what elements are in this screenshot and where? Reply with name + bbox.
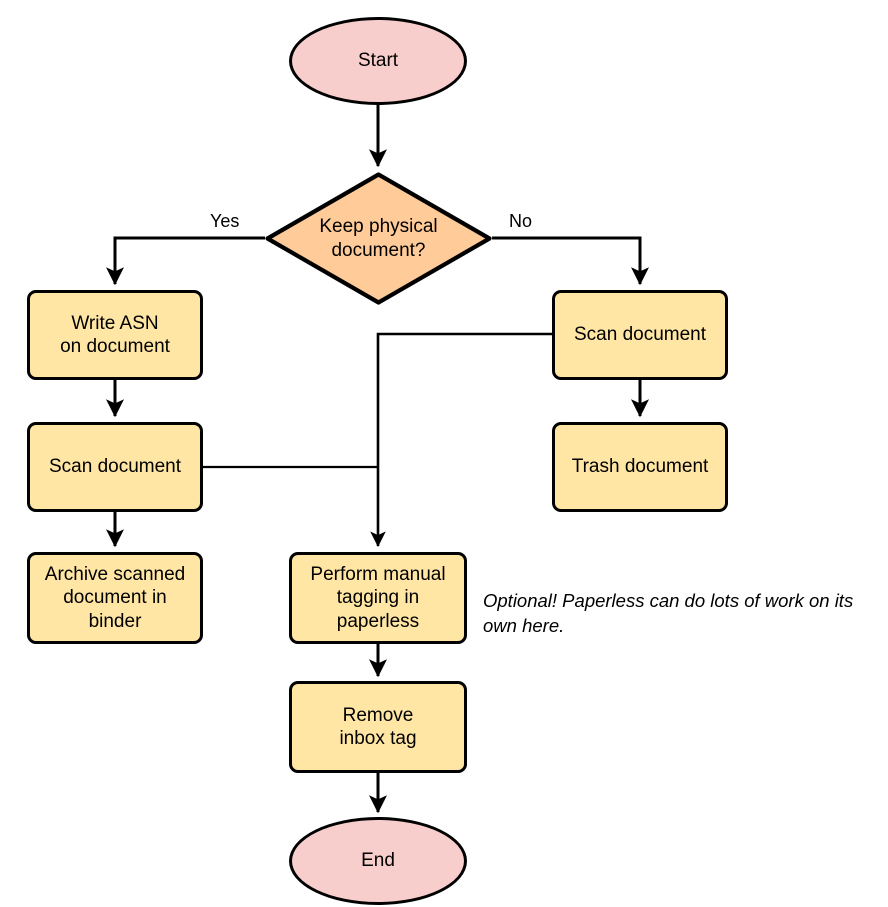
- node-remove-inbox-tag-label: Remove inbox tag: [339, 704, 417, 749]
- node-perform-manual-tagging[interactable]: Perform manual tagging in paperless: [289, 552, 467, 644]
- edge-scan-right-to-tagging: [370, 332, 552, 548]
- node-decision-keep-physical-document[interactable]: Keep physical document?: [265, 172, 492, 305]
- edge-label-yes: Yes: [210, 211, 240, 231]
- node-write-asn-on-document[interactable]: Write ASN on document: [27, 290, 203, 380]
- edge-decision-no-to-scan-right: [492, 236, 649, 286]
- node-trash-document[interactable]: Trash document: [552, 422, 728, 512]
- node-start[interactable]: Start: [289, 17, 467, 105]
- edge-label-no: No: [509, 211, 533, 231]
- node-archive-scanned-document[interactable]: Archive scanned document in binder: [27, 552, 203, 644]
- node-scan-document-left[interactable]: Scan document: [27, 422, 203, 512]
- node-end-label: End: [361, 850, 395, 872]
- node-scan-document-left-label: Scan document: [48, 456, 182, 478]
- node-start-label: Start: [357, 50, 399, 72]
- node-write-asn-label: Write ASN on document: [60, 312, 170, 357]
- annotation-optional-note: Optional! Paperless can do lots of work …: [483, 590, 854, 636]
- node-scan-document-right-label: Scan document: [573, 324, 707, 346]
- node-archive-label: Archive scanned document in binder: [44, 564, 186, 632]
- node-trash-document-label: Trash document: [571, 456, 709, 478]
- edge-decision-yes-to-write-asn: [106, 236, 265, 286]
- node-remove-inbox-tag[interactable]: Remove inbox tag: [289, 681, 467, 773]
- decision-diamond-shape: [265, 172, 492, 305]
- node-end[interactable]: End: [289, 817, 467, 905]
- node-tagging-label: Perform manual tagging in paperless: [310, 564, 446, 632]
- node-scan-document-right[interactable]: Scan document: [552, 290, 728, 380]
